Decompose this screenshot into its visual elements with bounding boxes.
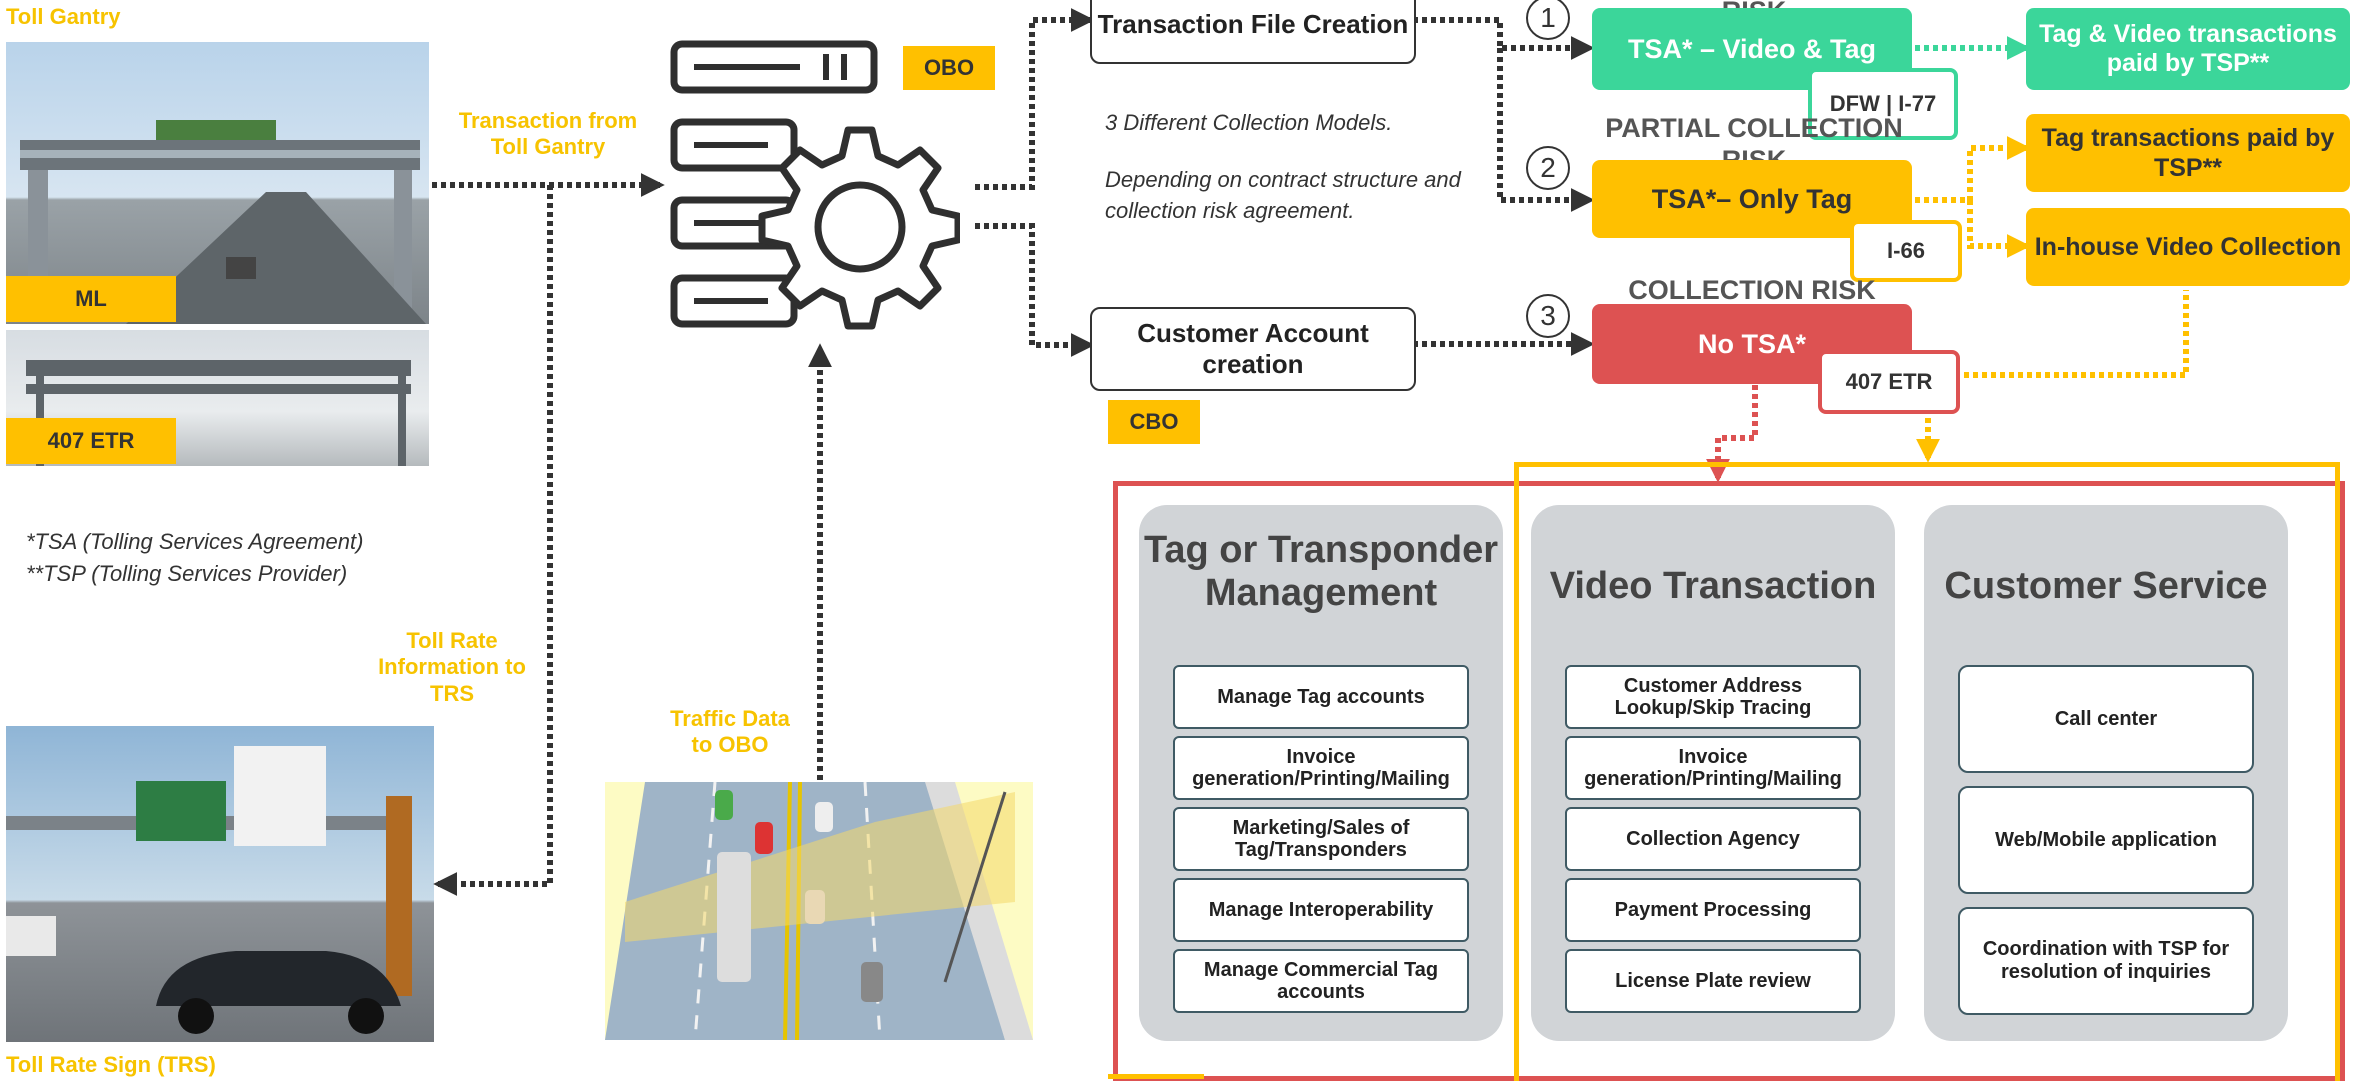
video-collection-scope-frame (1514, 462, 2340, 1081)
video-item-1: Customer Address Lookup/Skip Tracing (1565, 665, 1861, 729)
model-2-badge: I-66 (1850, 220, 1962, 282)
models-note-line1: 3 Different Collection Models. (1105, 110, 1393, 135)
model-3-badge: 407 ETR (1818, 350, 1960, 414)
tsp-definition: **TSP (Tolling Services Provider) (26, 560, 348, 586)
outcome-tag-paid: Tag transactions paid by TSP** (2026, 114, 2350, 192)
etr-label: 407 ETR (6, 418, 176, 464)
obo-label: OBO (903, 46, 995, 90)
ml-label: ML (6, 276, 176, 322)
model-3-number: 3 (1526, 294, 1570, 338)
tag-management-title: Tag or Transponder Management (1143, 529, 1498, 614)
tag-item-2: Invoice generation/Printing/Mailing (1173, 736, 1469, 800)
highway-traffic-image (605, 782, 1033, 1040)
outcome-inhouse-video: In-house Video Collection (2026, 208, 2350, 286)
customer-service-column: Customer Service Call center Web/Mobile … (1924, 505, 2288, 1041)
customer-account-box: Customer Account creation (1090, 307, 1416, 391)
video-item-3: Collection Agency (1565, 807, 1861, 871)
definitions-note: *TSA (Tolling Services Agreement) **TSP … (26, 526, 363, 590)
trs-label: Toll Rate Sign (TRS) (6, 1052, 216, 1077)
tag-collection-scope-frame (1113, 481, 2345, 1081)
tag-management-column: Tag or Transponder Management Manage Tag… (1139, 505, 1503, 1041)
model-1-number: 1 (1526, 0, 1570, 40)
customer-service-title: Customer Service (1944, 565, 2268, 607)
toll-gantry-photo (6, 42, 429, 324)
server-gear-icon (670, 40, 960, 330)
traffic-data-label: Traffic Data to OBO (670, 706, 790, 758)
tag-item-4: Manage Interoperability (1173, 878, 1469, 942)
tag-item-5: Manage Commercial Tag accounts (1173, 949, 1469, 1013)
models-note-line2: Depending on contract structure and coll… (1105, 166, 1461, 223)
toll-rate-sign-photo (6, 726, 434, 1042)
cbo-label: CBO (1108, 400, 1200, 444)
tag-item-3: Marketing/Sales of Tag/Transponders (1173, 807, 1469, 871)
toll-rate-info-label: Toll Rate Information to TRS (378, 628, 526, 706)
service-item-1: Call center (1958, 665, 2254, 773)
video-transaction-title: Video Transaction (1549, 565, 1877, 607)
service-item-2: Web/Mobile application (1958, 786, 2254, 894)
outcome-tag-video-paid: Tag & Video transactions paid by TSP** (2026, 8, 2350, 90)
model-2-number: 2 (1526, 146, 1570, 190)
video-item-5: License Plate review (1565, 949, 1861, 1013)
toll-gantry-label: Toll Gantry (6, 4, 121, 29)
transaction-label: Transaction from Toll Gantry (458, 108, 638, 160)
service-item-3: Coordination with TSP for resolution of … (1958, 907, 2254, 1015)
models-note: 3 Different Collection Models. Depending… (1105, 108, 1465, 226)
legend-bar (1108, 1074, 1204, 1079)
video-transaction-column: Video Transaction Customer Address Looku… (1531, 505, 1895, 1041)
tsa-definition: *TSA (Tolling Services Agreement) (26, 529, 364, 554)
model-2-box: TSA*– Only Tag (1592, 160, 1912, 238)
video-item-2: Invoice generation/Printing/Mailing (1565, 736, 1861, 800)
model-1-badge: DFW | I-77 (1808, 68, 1958, 140)
video-item-4: Payment Processing (1565, 878, 1861, 942)
model-3-title: COLLECTION RISK (1628, 275, 1876, 305)
transaction-file-box: Transaction File Creation (1090, 0, 1416, 64)
tag-item-1: Manage Tag accounts (1173, 665, 1469, 729)
